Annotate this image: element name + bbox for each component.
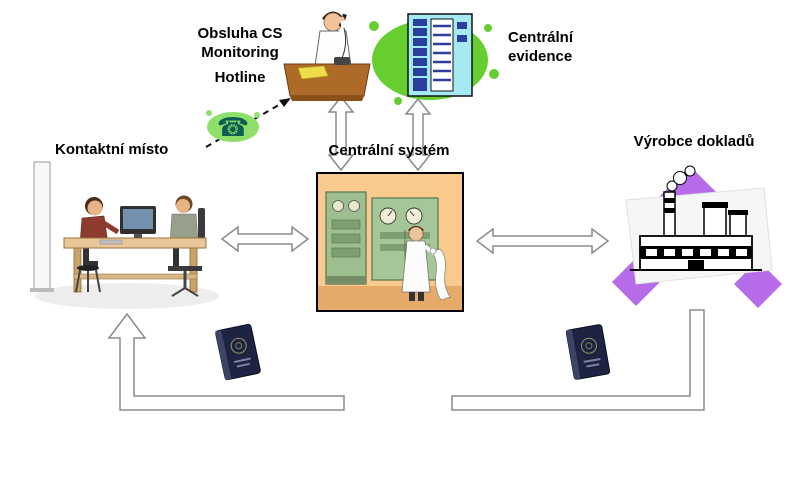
double-arrow-central-hotline — [327, 95, 355, 172]
contact-label: Kontaktní místo — [55, 141, 169, 158]
evidence-label-line1: Centrální — [508, 29, 574, 46]
telephone-icon: ☎ — [203, 103, 263, 148]
producer-label: Výrobce dokladů — [633, 133, 755, 150]
document-flow-channel-from-producer — [451, 309, 705, 411]
double-arrow-central-evidence — [404, 97, 432, 172]
double-arrow-central-producer — [475, 227, 610, 255]
document-producer-factory-icon — [612, 158, 782, 308]
hotline-label: Obsluha CS Monitoring Hotline — [185, 24, 295, 87]
central-evidence-server-icon — [368, 8, 503, 106]
evidence-label-line2: evidence — [508, 48, 573, 65]
central-label: Centrální systém — [328, 142, 450, 159]
svg-text:☎: ☎ — [217, 112, 249, 142]
hotline-operator-icon — [278, 4, 378, 104]
document-flow-arrow-to-contact — [107, 312, 345, 411]
contact-point-workstation-icon — [22, 156, 222, 316]
hotline-label-line1: Obsluha CS — [197, 25, 283, 42]
hotline-label-line3: Hotline — [214, 69, 266, 86]
passport-icon — [210, 322, 266, 382]
double-arrow-contact-central — [220, 225, 310, 253]
central-system-picture — [316, 172, 464, 312]
passport-icon — [560, 322, 616, 382]
hotline-label-line2: Monitoring — [201, 44, 279, 61]
evidence-label: Centrální evidence — [508, 28, 608, 66]
